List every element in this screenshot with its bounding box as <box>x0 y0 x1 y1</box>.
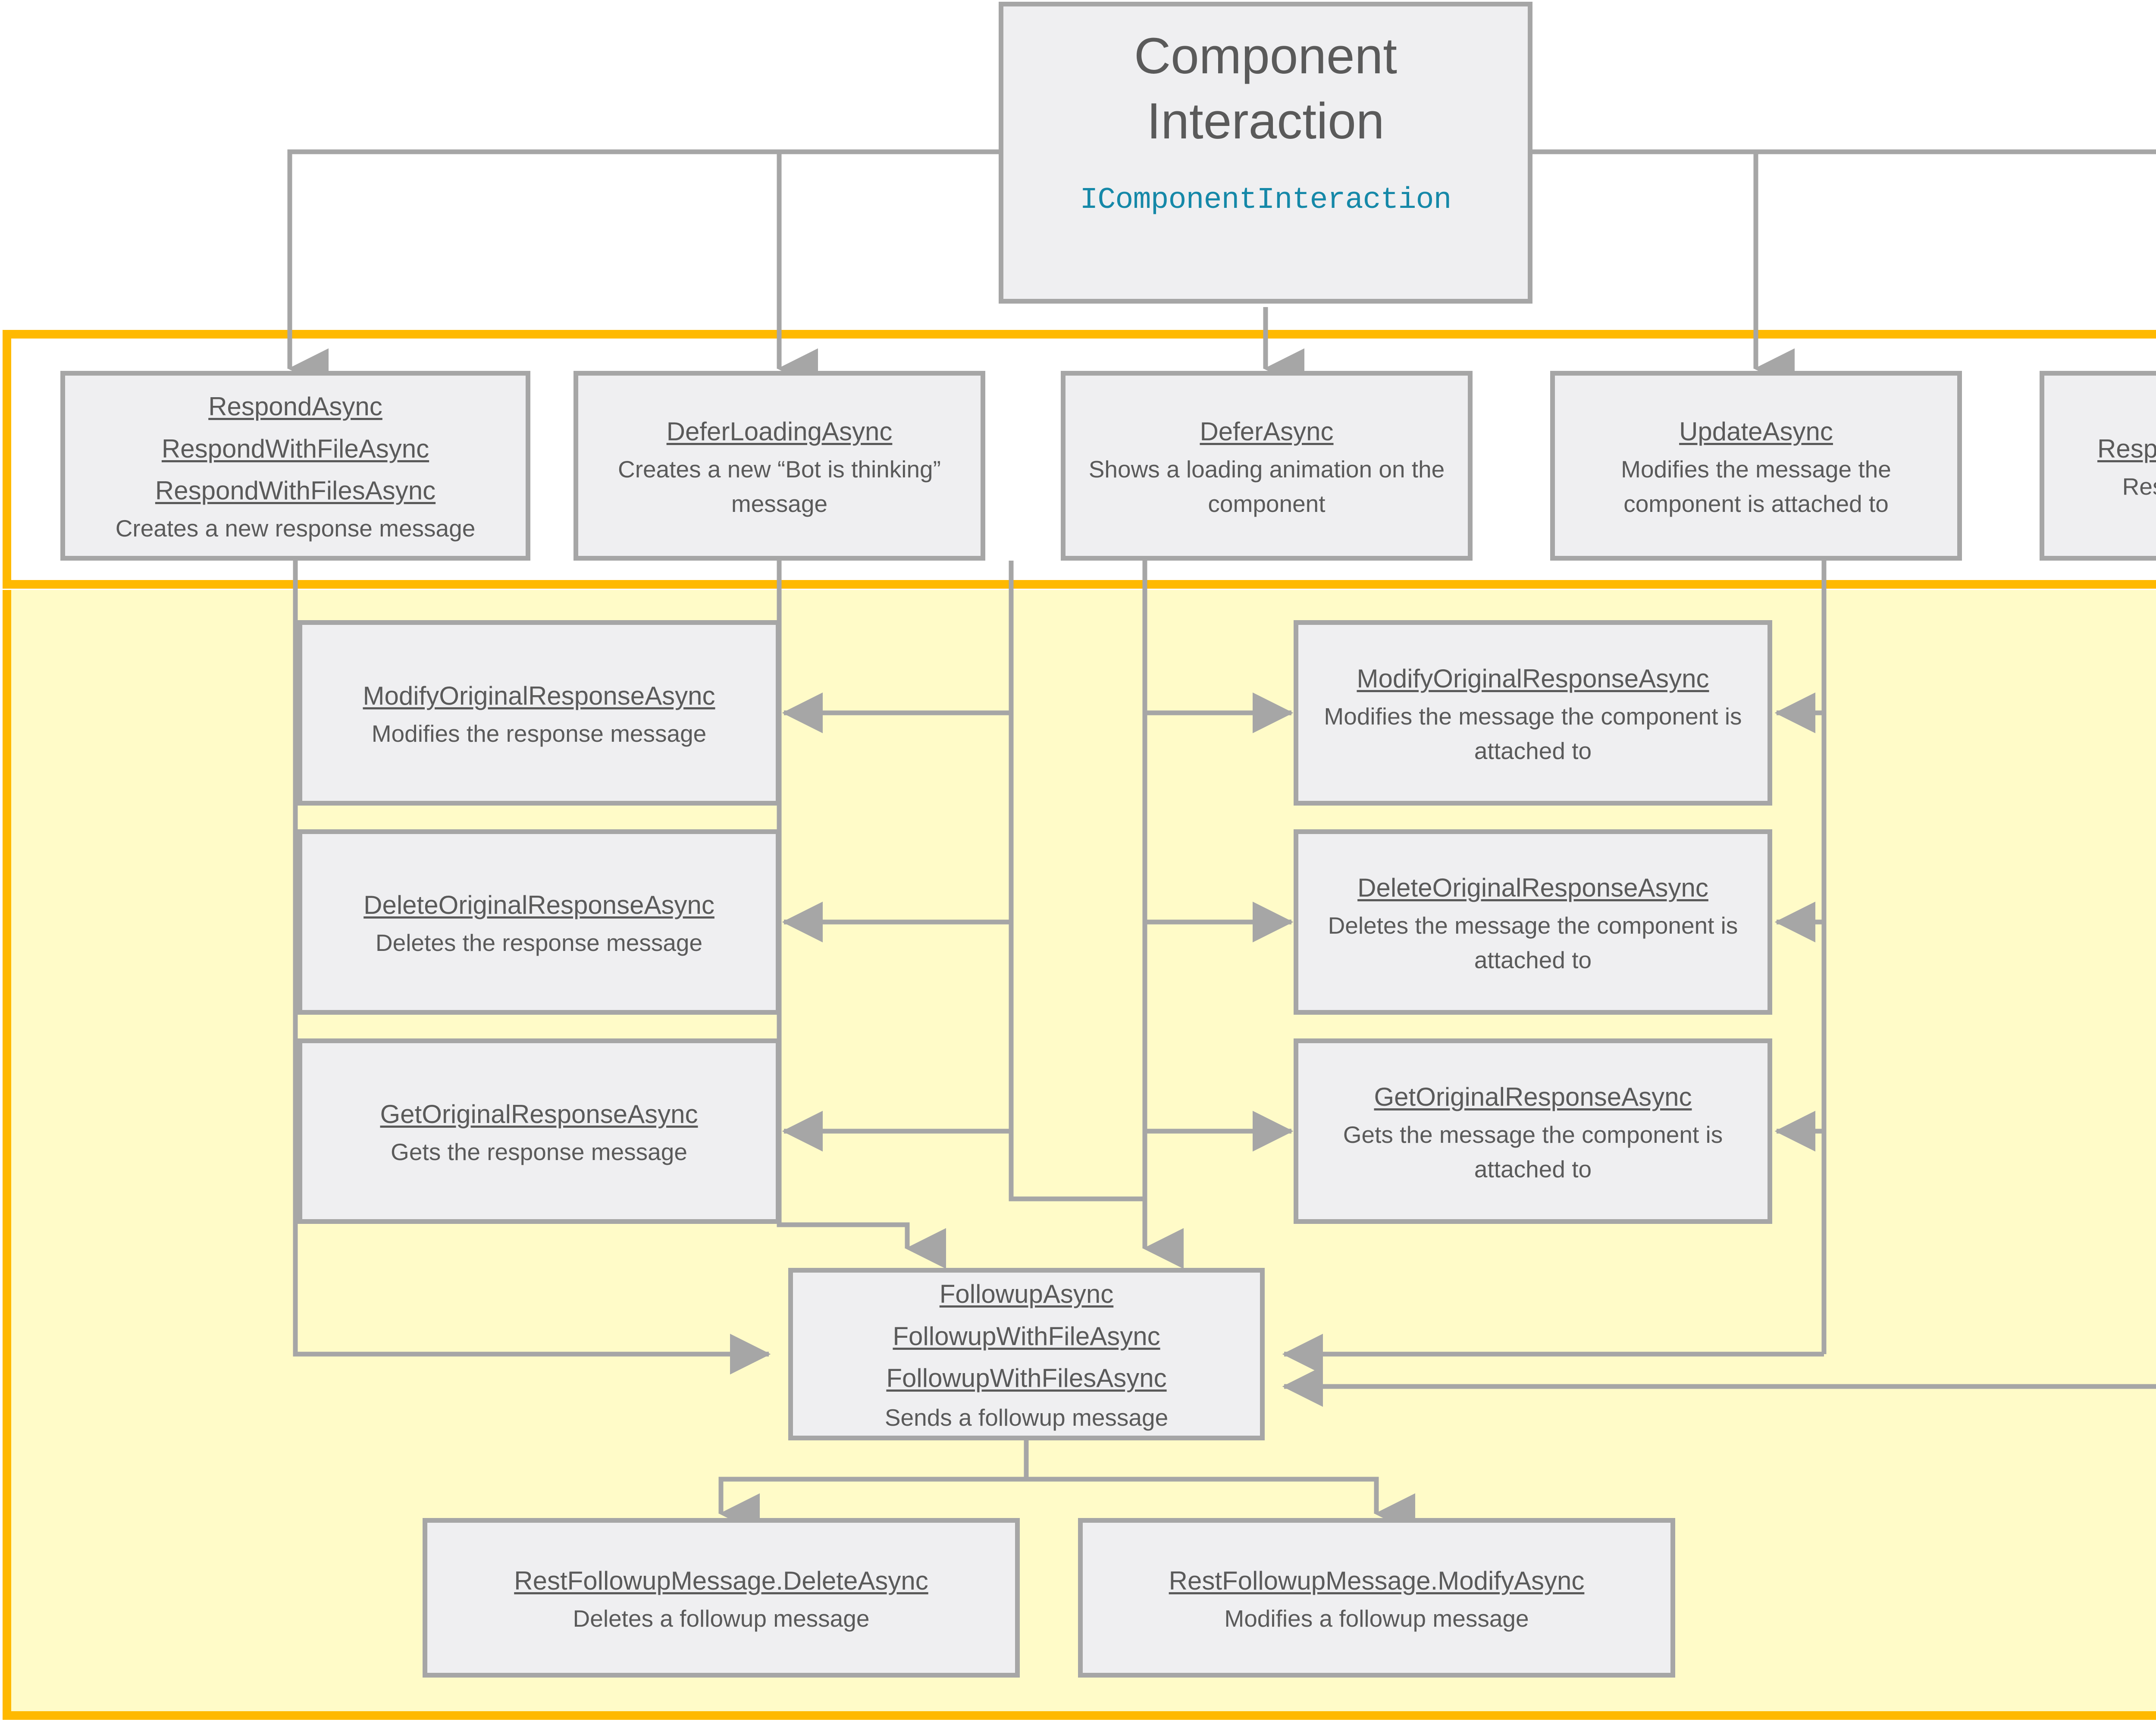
method-description: Deletes the response message <box>375 929 703 956</box>
page-title-line1: Component <box>1134 28 1398 85</box>
method-description: Deletes the message the component is att… <box>1328 912 1738 973</box>
method-name: DeferAsync <box>1200 417 1334 446</box>
node-delete-original-response-async[interactable]: DeleteOriginalResponseAsync Deletes the … <box>298 829 780 1015</box>
node-get-original-response-async-component[interactable]: GetOriginalResponseAsync Gets the messag… <box>1294 1038 1772 1224</box>
method-description: Responds with a modal <box>2122 473 2156 500</box>
method-description: Creates a new “Bot is thinking” message <box>618 455 941 517</box>
method-name: FollowupWithFilesAsync <box>886 1363 1167 1393</box>
method-name: RestFollowupMessage.ModifyAsync <box>1169 1566 1585 1595</box>
node-followup-async[interactable]: FollowupAsync FollowupWithFileAsync Foll… <box>788 1268 1265 1440</box>
method-description: Shows a loading animation on the compone… <box>1088 455 1445 517</box>
method-name: RespondAsync <box>208 392 382 421</box>
method-description: Modifies the message the component is at… <box>1621 455 1891 517</box>
node-get-original-response-async[interactable]: GetOriginalResponseAsync Gets the respon… <box>298 1038 780 1224</box>
method-name: RestFollowupMessage.DeleteAsync <box>514 1566 928 1595</box>
node-rest-followup-message-delete-async[interactable]: RestFollowupMessage.DeleteAsync Deletes … <box>423 1518 1020 1678</box>
interface-name: IComponentInteraction <box>1080 183 1451 218</box>
method-description: Modifies a followup message <box>1224 1605 1529 1632</box>
node-delete-original-response-async-component[interactable]: DeleteOriginalResponseAsync Deletes the … <box>1294 829 1772 1015</box>
method-name: DeferLoadingAsync <box>666 417 893 446</box>
node-update-async[interactable]: UpdateAsync Modifies the message the com… <box>1550 371 1962 561</box>
method-name: FollowupWithFileAsync <box>893 1321 1160 1351</box>
method-name: UpdateAsync <box>1679 417 1833 446</box>
method-description: Sends a followup message <box>884 1404 1169 1431</box>
method-description: Deletes a followup message <box>573 1605 870 1632</box>
method-name: GetOriginalResponseAsync <box>380 1099 698 1129</box>
method-name: RespondWithModalAsync <box>2097 434 2156 463</box>
method-name: RespondWithFileAsync <box>161 434 429 463</box>
page-title-line2: Interaction <box>1147 93 1385 150</box>
method-name: ModifyOriginalResponseAsync <box>1357 664 1709 693</box>
node-defer-loading-async[interactable]: DeferLoadingAsync Creates a new “Bot is … <box>573 371 985 561</box>
method-name: RespondWithFilesAsync <box>155 476 436 505</box>
component-interaction-node[interactable]: Component Interaction IComponentInteract… <box>999 2 1532 304</box>
method-description: Modifies the response message <box>371 720 707 747</box>
node-modify-original-response-async-component[interactable]: ModifyOriginalResponseAsync Modifies the… <box>1294 620 1772 806</box>
method-description: Gets the response message <box>391 1138 687 1165</box>
node-modify-original-response-async[interactable]: ModifyOriginalResponseAsync Modifies the… <box>298 620 780 806</box>
node-respond-with-modal-async[interactable]: RespondWithModalAsync Responds with a mo… <box>2040 371 2156 561</box>
method-name: ModifyOriginalResponseAsync <box>363 681 715 710</box>
node-defer-async[interactable]: DeferAsync Shows a loading animation on … <box>1061 371 1473 561</box>
node-respond-async[interactable]: RespondAsync RespondWithFileAsync Respon… <box>60 371 530 561</box>
method-name: FollowupAsync <box>939 1280 1114 1309</box>
method-name: DeleteOriginalResponseAsync <box>1357 873 1708 902</box>
method-description: Modifies the message the component is at… <box>1324 703 1742 764</box>
method-description: Creates a new response message <box>115 514 476 542</box>
node-rest-followup-message-modify-async[interactable]: RestFollowupMessage.ModifyAsync Modifies… <box>1078 1518 1675 1678</box>
method-description: Gets the message the component is attach… <box>1343 1121 1723 1182</box>
method-name: DeleteOriginalResponseAsync <box>364 890 714 919</box>
method-name: GetOriginalResponseAsync <box>1374 1082 1692 1111</box>
